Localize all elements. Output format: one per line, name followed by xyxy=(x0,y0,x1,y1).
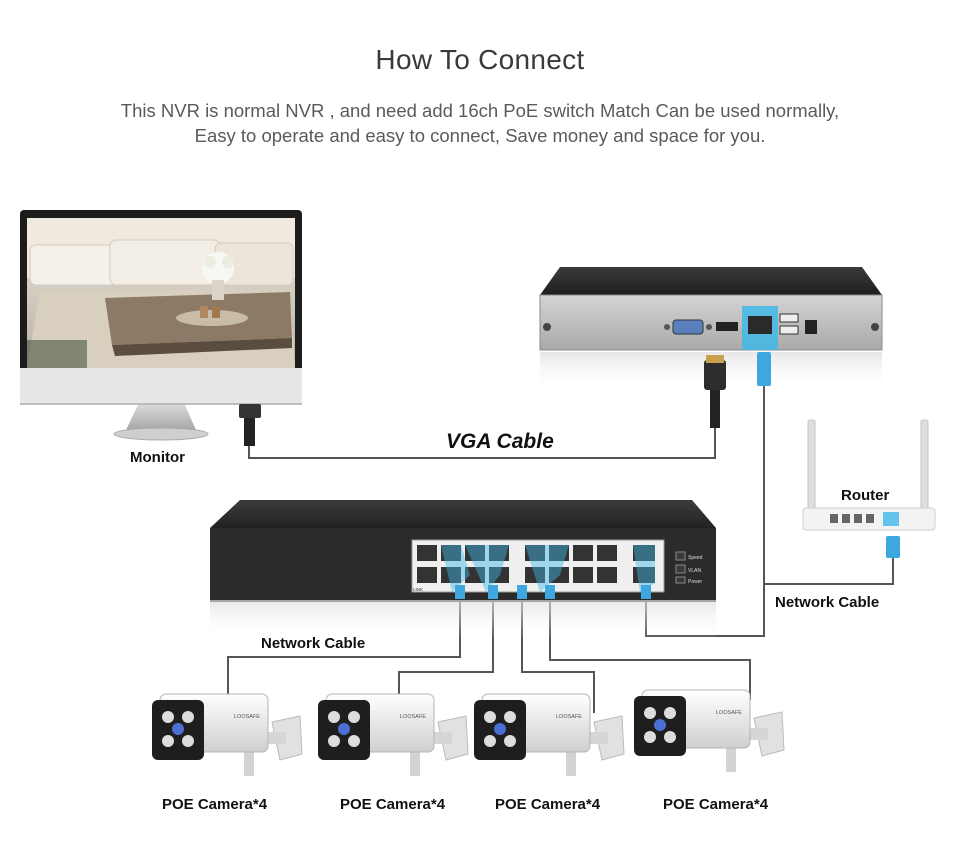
router-label: Router xyxy=(841,487,890,504)
switch-ports xyxy=(417,545,655,583)
poe-switch-device: Speed VLAN Power LINK xyxy=(210,500,716,640)
monitor-label: Monitor xyxy=(130,449,185,466)
switch-speed-text: Speed xyxy=(688,555,703,561)
router-device xyxy=(802,419,936,558)
subtitle-line-2: Easy to operate and easy to connect, Sav… xyxy=(194,125,766,146)
vga-cable xyxy=(248,428,716,459)
router-cable xyxy=(764,555,894,585)
page-title: How To Connect xyxy=(375,44,585,75)
switch-link-text: LINK xyxy=(413,587,423,592)
camera-brand-2: LOOSAFE xyxy=(400,714,426,720)
camera-label-4: POE Camera*4 xyxy=(663,796,769,813)
subtitle-line-1: This NVR is normal NVR , and need add 16… xyxy=(120,100,840,121)
camera-2: LOOSAFE xyxy=(318,693,469,776)
camera-brand-3: LOOSAFE xyxy=(556,714,582,720)
switch-vlan-text: VLAN xyxy=(688,568,701,574)
network-cable-label-router: Network Cable xyxy=(775,594,880,611)
camera-4: LOOSAFE xyxy=(634,689,785,772)
camera-label-2: POE Camera*4 xyxy=(340,796,446,813)
switch-power-text: Power xyxy=(688,579,703,585)
nvr-device xyxy=(539,267,883,428)
camera-label-1: POE Camera*4 xyxy=(162,796,268,813)
camera-brand-1: LOOSAFE xyxy=(234,714,260,720)
monitor-device xyxy=(20,210,302,446)
camera-3: LOOSAFE xyxy=(474,693,625,776)
network-cable-label-switch: Network Cable xyxy=(261,635,366,652)
camera-label-3: POE Camera*4 xyxy=(495,796,601,813)
vga-cable-label: VGA Cable xyxy=(446,430,554,453)
camera-brand-4: LOOSAFE xyxy=(716,710,742,716)
camera-1: LOOSAFE xyxy=(152,693,303,776)
